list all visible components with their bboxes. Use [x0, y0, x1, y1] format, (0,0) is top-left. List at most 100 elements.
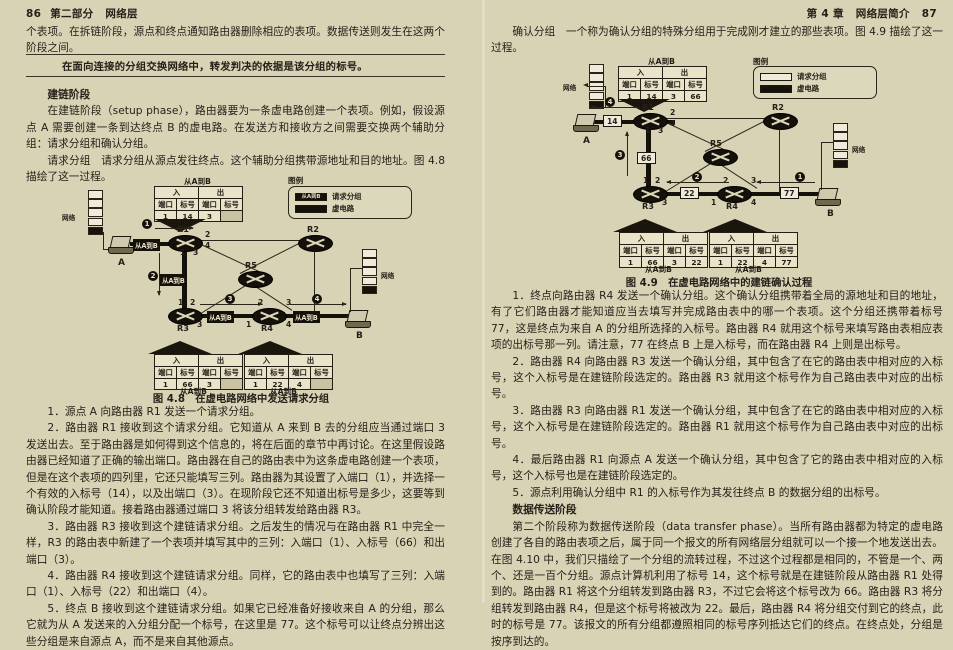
stack-layer-network [362, 285, 377, 295]
table-col-in-label: 标号 [641, 244, 664, 257]
step-bullet-1: 1 [142, 219, 152, 229]
paragraph-text: 个表项。在拆链阶段，源点和终点通知路由器删除相应的表项。数据传送则发生在这两个阶… [26, 25, 445, 55]
router-label-r2: R2 [307, 224, 320, 234]
packet-label-r3-r4: 从A到B [207, 311, 234, 323]
right-section-label: 网络层简介 [855, 8, 910, 20]
link-label-r1-r3: 66 [637, 152, 656, 164]
laptop-base [573, 125, 599, 132]
router-node-r3 [168, 308, 203, 325]
table-col-in-port: 端口 [244, 366, 267, 379]
protocol-stack-right [362, 249, 377, 295]
port-r4-3: 3 [751, 176, 757, 185]
figure-caption-4-9: 图 4.9 在虚电路网络中的建链确认过程 [625, 277, 813, 289]
port-r1-3: 3 [193, 248, 199, 257]
router-label-r5: R5 [245, 260, 258, 270]
right-page-number: 87 [921, 8, 937, 20]
port-r3-1: 1 [178, 298, 184, 307]
router-label-r1: R1 [642, 102, 655, 112]
right-steps-list: 1．终点向路由器 R4 发送一个确认分组。这个确认分组携带着全局的源地址和目的地… [491, 288, 943, 650]
stack-layer [362, 249, 377, 258]
router-label-r5: R5 [710, 138, 723, 148]
table-col-in-port: 端口 [154, 198, 177, 211]
table-group-in: 入 [618, 66, 663, 79]
table-cell-in-port: 1 [154, 378, 177, 390]
page-gutter [482, 0, 485, 603]
stack-layer [88, 208, 103, 217]
table-cell-out-label: 66 [684, 90, 707, 102]
stack-layer-network [833, 159, 848, 169]
stack-layer [589, 91, 604, 101]
table-group-in: 入 [619, 232, 664, 245]
table-col-in-port: 端口 [154, 366, 177, 379]
stack-layer [833, 141, 848, 150]
host-label-a: A [583, 136, 590, 146]
table-col-out-port: 端口 [198, 366, 221, 379]
protocol-stack-right [833, 123, 848, 169]
legend-row-vc: 虚电路 [760, 83, 870, 94]
table-col-out-label: 标号 [685, 244, 708, 257]
table-col-in-label: 标号 [176, 198, 199, 211]
legend-row-request: 从A到B 请求分组 [295, 191, 405, 202]
host-label-b: B [356, 331, 363, 341]
network-stack-label-left: 网络 [62, 214, 76, 222]
paragraph-setup-phase: 在建链阶段（setup phase），路由器要为一条虚电路创建一个表项。例如，假… [26, 104, 445, 151]
table-cell-out-label: 77 [775, 256, 798, 268]
table-col-in-port: 端口 [619, 244, 642, 257]
step-item-3: 3．路由器 R3 向路由器 R1 发送一个确认分组，其中包含了在它的路由表中相对… [491, 403, 943, 450]
table-col-out-label: 标号 [220, 198, 243, 211]
laptop-base [815, 199, 841, 206]
table-col-in-label: 标号 [731, 244, 754, 257]
step-bullet-4: 4 [605, 97, 615, 107]
table-cell-out-label: 22 [685, 256, 708, 268]
step-item-4: 4．最后路由器 R1 向源点 A 发送一个确认分组，其中包含了它的路由表中相对应… [491, 453, 943, 483]
host-laptop-a [108, 236, 134, 255]
port-r3-3: 3 [197, 320, 203, 329]
port-r4-4: 4 [751, 198, 757, 207]
port-r3-1: 1 [643, 176, 649, 185]
table-col-out-port: 端口 [198, 198, 221, 211]
network-stack-label-right: 网络 [381, 272, 395, 280]
link-label-r4-b: 77 [780, 187, 799, 199]
step-item-5: 5．源点利用确认分组中 R1 的入标号作为其发往终点 B 的数据分组的出标号。 [512, 485, 886, 499]
router-label-r2: R2 [772, 102, 785, 112]
table-pointer-r3 [148, 341, 212, 354]
router-node-r4 [717, 186, 752, 203]
step-bullet-3: 3 [615, 150, 625, 160]
setup-phase-block: 建链阶段 在建链阶段（setup phase），路由器要为一条虚电路创建一个表项… [26, 86, 445, 185]
router-node-r3 [633, 186, 668, 203]
router-label-r1: R1 [177, 224, 190, 234]
port-r1-4: 4 [205, 241, 211, 250]
table-col-out-label: 标号 [684, 78, 707, 91]
table-group-out: 出 [198, 186, 243, 199]
step-item-1: 1．源点 A 向路由器 R1 发送一个请求分组。 [47, 405, 261, 418]
legend-row-vc: 虚电路 [295, 203, 405, 214]
legend-label-virtual-circuit: 虚电路 [332, 204, 355, 213]
router-node-r5 [703, 149, 738, 166]
table-col-out-port: 端口 [663, 244, 686, 257]
table-caption-r3: 从A到B [180, 387, 207, 396]
table-caption-r4: 从A到B [270, 387, 297, 396]
host-laptop-b [345, 310, 371, 329]
stack-layer [833, 150, 848, 160]
laptop-base [108, 247, 134, 254]
host-label-a: A [118, 258, 125, 268]
table-group-out: 出 [288, 354, 333, 367]
port-r4-1: 1 [711, 198, 717, 207]
table-cell-out-port: 4 [753, 256, 776, 268]
table-col-out-label: 标号 [310, 366, 333, 379]
table-group-in: 入 [154, 186, 199, 199]
legend-label-request-packet: 请求分组 [797, 72, 827, 81]
heading-setup-phase: 建链阶段 [47, 88, 91, 101]
legend-label-virtual-circuit: 虚电路 [797, 84, 820, 93]
table-title-r1: 从A到B [648, 57, 675, 66]
stack-layer [88, 199, 103, 208]
network-stack-label-left: 网络 [563, 84, 577, 92]
